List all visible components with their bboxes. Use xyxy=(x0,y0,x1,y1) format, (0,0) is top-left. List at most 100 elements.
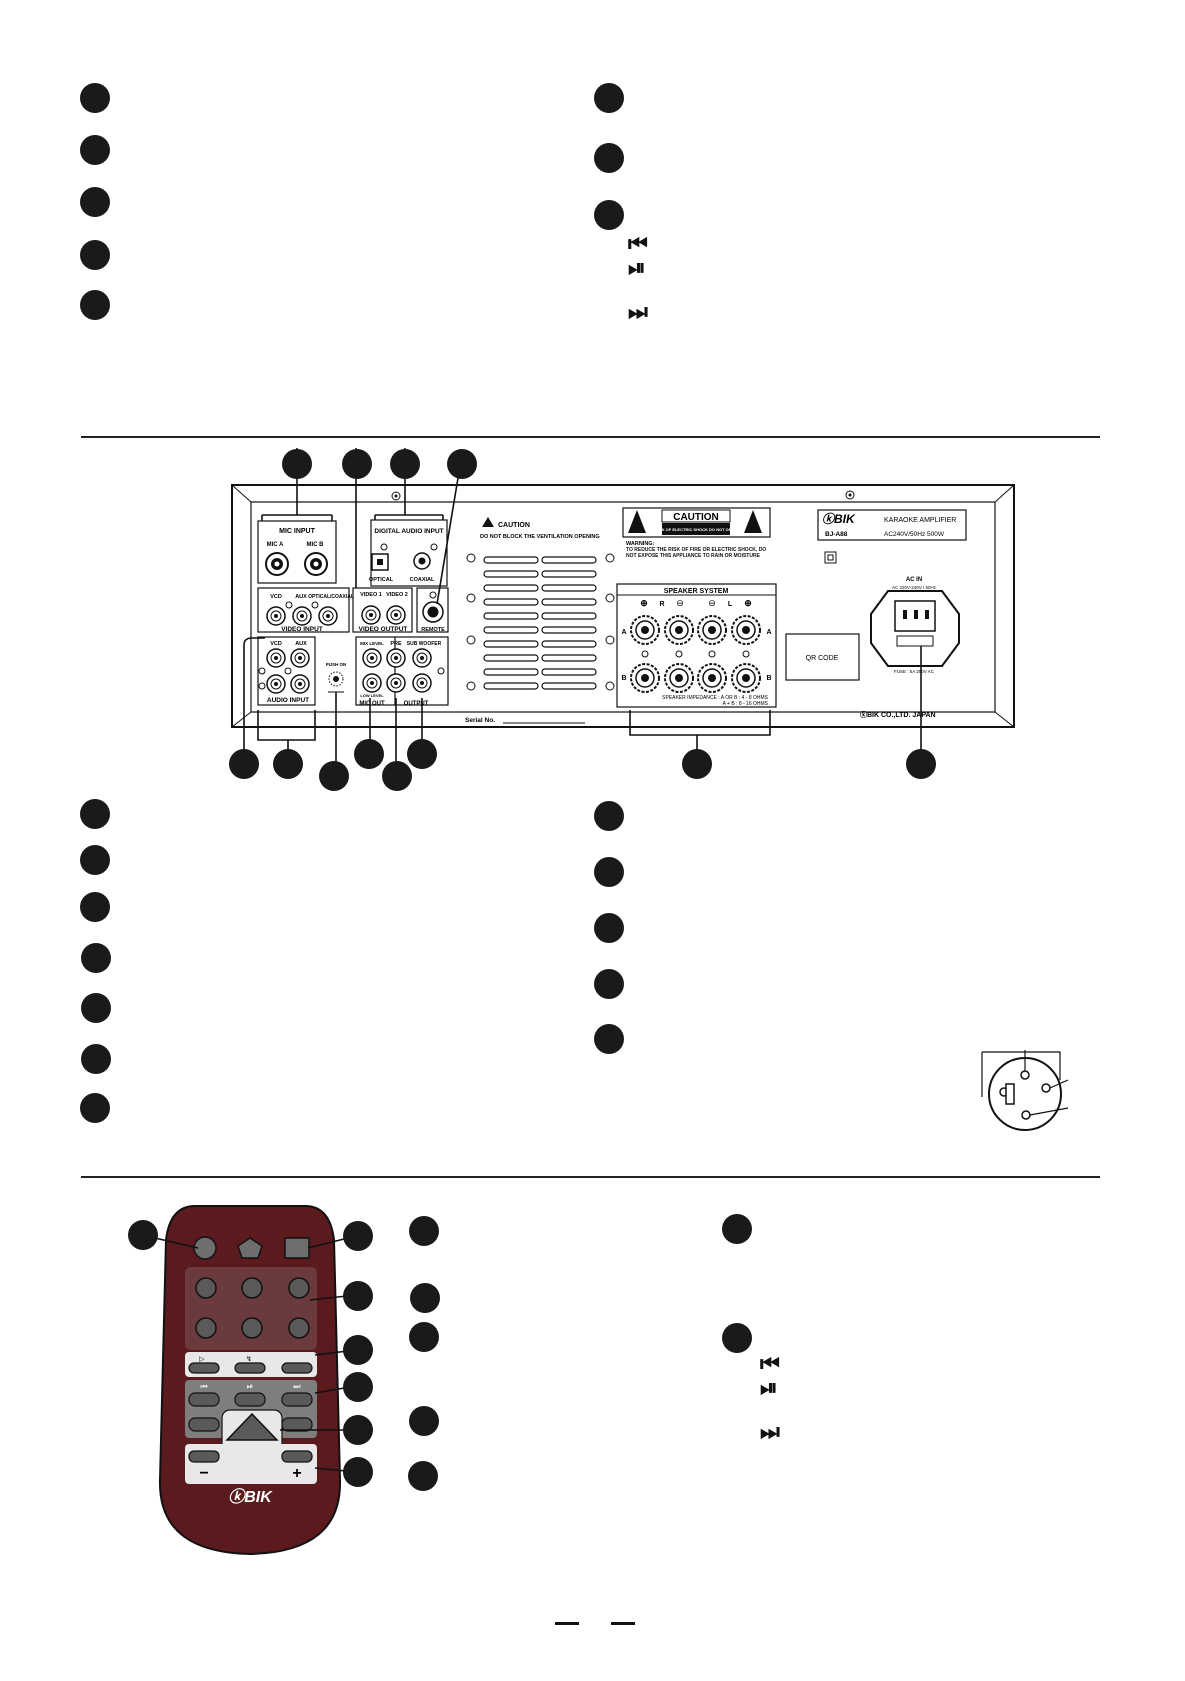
callout-marker xyxy=(409,1322,439,1352)
remote-next-icon: ⏭ xyxy=(293,1382,300,1391)
video-2-label: VIDEO 2 xyxy=(386,592,408,598)
callout-marker xyxy=(80,187,110,217)
svg-text:⊖: ⊖ xyxy=(708,598,716,608)
warning-text: TO REDUCE THE RISK OF FIRE OR ELECTRIC S… xyxy=(626,547,767,559)
callout-marker xyxy=(408,1461,438,1491)
mic-a-label: MIC A xyxy=(267,542,284,548)
mix-level-label: MIX LEVEL xyxy=(360,641,384,646)
remote-mode-button xyxy=(237,1237,263,1259)
plate-rating: AC240V/50Hz 500W xyxy=(884,531,945,538)
remote-label: REMOTE xyxy=(421,627,445,633)
video-out-1-jack xyxy=(361,605,381,625)
callout-marker xyxy=(80,290,110,320)
callout-marker xyxy=(594,801,624,831)
caution-label-title: CAUTION xyxy=(673,512,719,523)
next-track-icon: ⏭ xyxy=(628,300,648,325)
callout-marker xyxy=(594,200,624,230)
remote-control-diagram: ▷ ↯ ⏮ ⏯ ⏭ − + ⓚBIK xyxy=(158,1205,342,1556)
mic-b-label: MIC B xyxy=(307,542,325,548)
speaker-row-b-left: B xyxy=(621,675,626,682)
video-vcd-label: VCD xyxy=(270,594,282,600)
remote-next-track-icon: ⏭ xyxy=(760,1420,780,1445)
remote-logo: ⓚBIK xyxy=(228,1488,273,1506)
video-vcd-jack xyxy=(266,606,286,626)
remote-jack xyxy=(422,601,444,623)
remote-play-pause-icon: ⏯ xyxy=(760,1376,778,1401)
video-1-label: VIDEO 1 xyxy=(360,592,382,598)
remote-function-buttons xyxy=(188,1362,313,1374)
mic-a-jack xyxy=(265,552,289,576)
audio-aux-label: AUX xyxy=(295,641,307,647)
speaker-row-a-left: A xyxy=(621,629,626,636)
audio-vcd-label: VCD xyxy=(270,641,282,647)
remote-minus-button xyxy=(188,1450,220,1463)
video-optical-jack xyxy=(318,606,338,626)
video-input-title: VIDEO INPUT xyxy=(281,626,323,633)
remote-plus-label: + xyxy=(292,1465,301,1482)
maker-label: ⓚBIK CO.,LTD. JAPAN xyxy=(860,710,936,719)
vent-caution-title: CAUTION xyxy=(498,522,530,529)
ac-in-rating: AC 220V-240V / 50Hz xyxy=(892,585,937,590)
svg-text:▷: ▷ xyxy=(199,1356,205,1363)
coaxial-jack xyxy=(413,552,431,570)
coaxial-label: COAXIAL xyxy=(410,577,435,583)
ac-inlet xyxy=(870,590,960,667)
svg-text:⊕: ⊕ xyxy=(744,598,752,608)
speaker-impedance-1: SPEAKER IMPEDANCE : A OR B : 4 - 8 OHMS xyxy=(662,695,769,701)
plate-product: KARAOKE AMPLIFIER xyxy=(884,517,956,524)
remote-previous-track-icon: ⏮ xyxy=(760,1352,780,1377)
speaker-impedance-2: A + B : 8 - 16 OHMS xyxy=(723,701,769,707)
remote-plus-button xyxy=(281,1450,313,1463)
warning-title: WARNING: xyxy=(626,541,655,547)
callout-marker xyxy=(80,799,110,829)
output-title: OUTPUT xyxy=(404,701,429,707)
speaker-terminals xyxy=(630,615,761,693)
speaker-row-a-right: A xyxy=(766,629,771,636)
callout-marker xyxy=(80,845,110,875)
callout-marker xyxy=(81,993,111,1023)
callout-marker xyxy=(80,83,110,113)
remote-prev-icon: ⏮ xyxy=(200,1382,207,1391)
ac-in-title: AC IN xyxy=(906,577,922,583)
callout-marker xyxy=(594,969,624,999)
output-jacks xyxy=(362,648,432,693)
callout-marker xyxy=(594,83,624,113)
remote-minus-label: − xyxy=(199,1465,208,1482)
remote-markers xyxy=(128,1220,373,1487)
video-output-title: VIDEO OUTPUT xyxy=(359,626,408,633)
callout-marker xyxy=(80,240,110,270)
callout-marker xyxy=(410,1283,440,1313)
remote-transport-buttons xyxy=(188,1392,313,1432)
callout-marker xyxy=(81,1044,111,1074)
low-level-label: LOW LEVEL xyxy=(360,693,384,698)
rear-panel-markers xyxy=(229,449,936,791)
audio-input-title: AUDIO INPUT xyxy=(267,697,309,704)
callout-marker xyxy=(722,1214,752,1244)
video-aux-label: AUX xyxy=(295,594,307,600)
ventilation-slots xyxy=(483,556,597,690)
callout-marker xyxy=(594,1024,624,1054)
section-divider xyxy=(81,436,1100,438)
page-number-mark xyxy=(555,1622,579,1625)
remote-number-buttons xyxy=(195,1277,310,1339)
callout-marker xyxy=(80,892,110,922)
audio-input-jacks xyxy=(266,648,310,694)
digital-audio-input-title: DIGITAL AUDIO INPUT xyxy=(374,528,443,535)
svg-text:↯: ↯ xyxy=(246,1355,252,1363)
callout-marker xyxy=(722,1323,752,1353)
previous-track-icon: ⏮ xyxy=(628,232,648,257)
remote-play-icon: ⏯ xyxy=(247,1382,253,1391)
callout-marker xyxy=(409,1216,439,1246)
fuse-label: FUSE : 5A 250V AC xyxy=(894,669,935,674)
play-pause-icon: ⏯ xyxy=(628,256,646,281)
speaker-row-b-right: B xyxy=(766,675,771,682)
callout-marker xyxy=(80,135,110,165)
video-out-2-jack xyxy=(386,605,406,625)
speaker-system-title: SPEAKER SYSTEM xyxy=(664,588,729,595)
mic-input-title: MIC INPUT xyxy=(279,528,316,535)
svg-text:⊖: ⊖ xyxy=(676,598,684,608)
sub-woofer-label: SUB WOOFER xyxy=(407,641,442,647)
qr-code-label: QR CODE xyxy=(806,655,839,662)
section-divider xyxy=(81,1176,1100,1178)
remote-connector-pinout xyxy=(981,1050,1069,1131)
